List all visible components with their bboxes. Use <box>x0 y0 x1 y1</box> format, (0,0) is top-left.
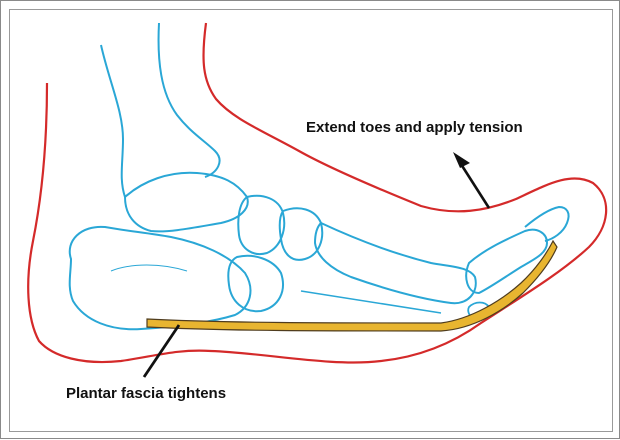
skin-outline-front <box>28 23 606 362</box>
metatarsal-bone <box>315 223 476 303</box>
distal-phalanx-bone <box>525 207 569 241</box>
tibia-bone <box>101 45 125 197</box>
fascia-pointer-line <box>144 325 179 377</box>
navicular-bone <box>238 196 284 254</box>
proximal-phalanx-bone <box>466 230 547 293</box>
calcaneus-inner-line <box>111 265 187 271</box>
plantar-fascia <box>147 241 557 331</box>
talus-bone <box>125 173 248 232</box>
fibula-bone <box>159 23 220 177</box>
calcaneus-bone <box>70 227 251 329</box>
metatarsal-lower-line <box>301 291 441 313</box>
tension-label: Extend toes and apply tension <box>306 119 523 136</box>
tension-arrow-head <box>453 152 470 168</box>
fascia-label: Plantar fascia tightens <box>66 385 226 402</box>
tension-arrow-shaft <box>459 161 489 208</box>
